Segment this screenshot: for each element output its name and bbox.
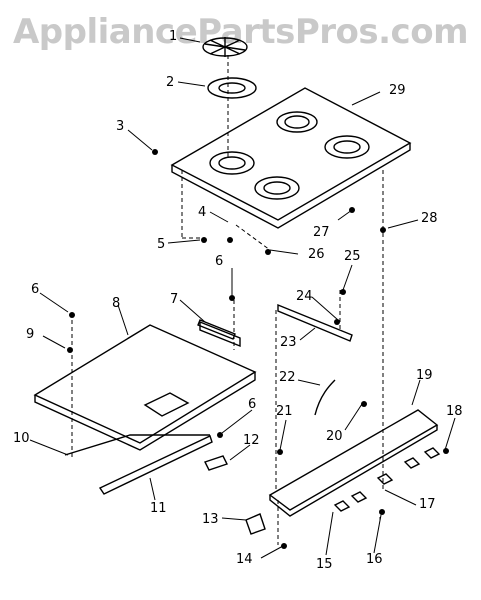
callout-2: 2 [166,75,175,90]
callout-11: 11 [150,501,167,516]
callout-26: 26 [308,247,325,262]
callout-15: 15 [316,557,333,572]
callout-21: 21 [276,404,293,419]
callout-6-left: 6 [31,282,40,297]
bracket-bar-part [277,303,353,342]
callout-28: 28 [421,211,438,226]
bracket-7-part [197,319,236,340]
callout-14: 14 [236,552,253,567]
callout-29: 29 [389,83,406,98]
lower-rail-part [98,435,213,495]
callout-10: 10 [13,431,30,446]
manifold-panel-part [268,409,439,517]
callout-24: 24 [296,289,313,304]
callout-7: 7 [170,292,179,307]
cooktop-part [170,87,412,229]
callout-8: 8 [112,296,121,311]
callout-6-top: 6 [215,254,224,269]
callout-27: 27 [313,225,330,240]
burner-cap-part [202,37,248,57]
callout-3: 3 [116,119,125,134]
callout-20: 20 [326,429,343,444]
watermark: AppliancePartsPros.com [12,12,469,52]
callout-17: 17 [419,497,436,512]
burner-ring-part [207,77,257,99]
callout-9: 9 [26,327,35,342]
callout-13: 13 [202,512,219,527]
callout-12: 12 [243,433,260,448]
callout-18: 18 [446,404,463,419]
callout-25: 25 [344,249,361,264]
callout-22: 22 [279,370,296,385]
wire-part [314,379,336,416]
callout-6-right: 6 [248,397,257,412]
valve-12-part [204,455,228,471]
callout-4: 4 [198,205,207,220]
callout-16: 16 [366,552,383,567]
burner-box-part [33,320,257,451]
callout-23: 23 [280,335,297,350]
callout-1: 1 [169,29,178,44]
screws [67,149,449,549]
bracket-13-part [245,513,266,535]
callout-5: 5 [157,237,166,252]
control-knobs [333,447,441,512]
callout-19: 19 [416,368,433,383]
